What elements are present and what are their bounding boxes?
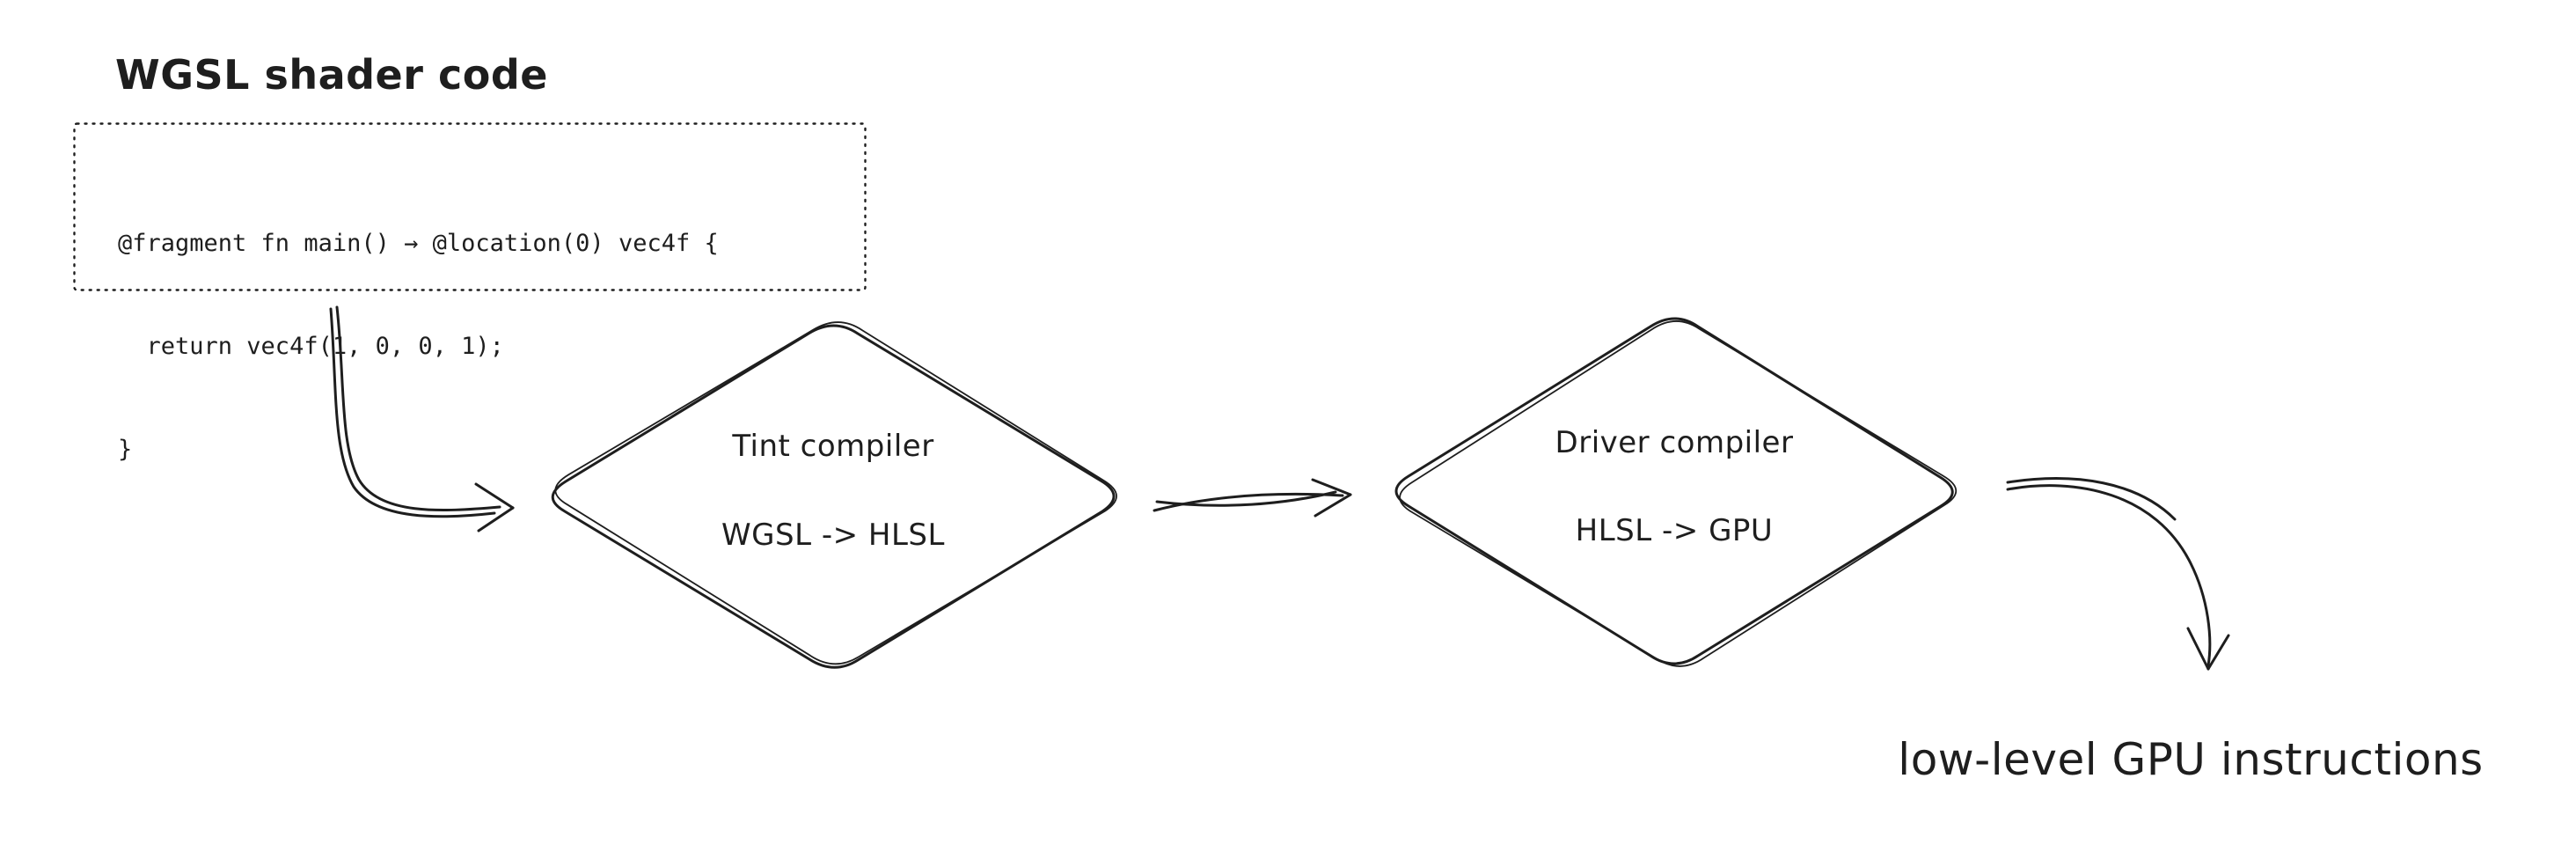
diagram-title: WGSL shader code xyxy=(115,51,548,99)
tint-node-subtitle: WGSL -> HLSL xyxy=(721,518,945,553)
code-box-border xyxy=(73,122,867,291)
code-line-1: @fragment fn main() → @location(0) vec4f… xyxy=(118,230,719,257)
tint-node-title: Tint compiler xyxy=(732,429,934,464)
code-line-2: return vec4f(1, 0, 0, 1); xyxy=(118,333,504,360)
driver-compiler-diamond xyxy=(1394,317,1958,667)
driver-node-subtitle: HLSL -> GPU xyxy=(1575,513,1774,548)
arrow-code-to-tint-icon xyxy=(329,305,515,532)
tint-compiler-diamond xyxy=(551,321,1117,669)
output-label: low-level GPU instructions xyxy=(1898,734,2484,785)
driver-node-title: Driver compiler xyxy=(1555,425,1794,460)
arrow-tint-to-driver-icon xyxy=(1153,478,1352,518)
code-line-3: } xyxy=(118,436,133,463)
arrow-driver-to-output-icon xyxy=(2006,477,2230,671)
code-block: @fragment fn main() → @location(0) vec4f… xyxy=(118,158,719,535)
